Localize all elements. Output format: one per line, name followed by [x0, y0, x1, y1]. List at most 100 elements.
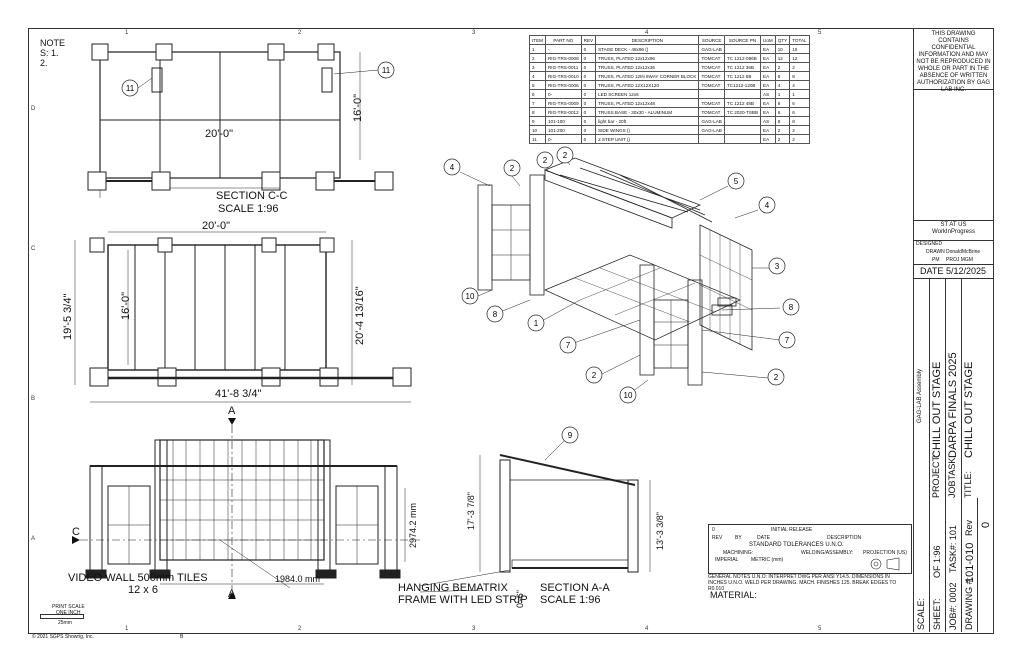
- designed-label: DESIGNED: [916, 241, 943, 247]
- projection-label: PROJECTION (US): [863, 550, 907, 556]
- callout-number: 11: [126, 84, 135, 93]
- drawing-title: CHILL OUT STAGE: [963, 361, 975, 458]
- pm-label: PM: [932, 257, 940, 263]
- cut-a-bottom: A: [228, 588, 236, 600]
- top-view: [87, 43, 394, 198]
- table-cell: [723, 134, 762, 144]
- side-elevation: [479, 454, 651, 573]
- callout-bubble: 11: [377, 61, 395, 79]
- sheet-value: OF 1:96: [932, 545, 942, 578]
- cut-a-top: A: [228, 405, 236, 417]
- side-height-dim-1: 17'-3 7/8": [466, 492, 476, 530]
- zone-marker-top: 4: [645, 30, 649, 36]
- callout-bubble: 10: [619, 386, 637, 404]
- rev-header-date: DATE: [757, 535, 770, 541]
- machining-label: MACHINING:: [723, 550, 753, 556]
- top-width-dim: 20'-0": [205, 128, 234, 140]
- rev-label: Rev: [964, 519, 974, 536]
- callout-bubble: 4: [443, 158, 461, 176]
- top-height-dim: 16'-0": [352, 93, 364, 122]
- date-value: 5/12/2025: [946, 266, 987, 276]
- rev-header-desc: DESCRIPTION: [827, 535, 862, 541]
- project-label: PROJECT:: [931, 454, 941, 498]
- task-label: TASK#: 101: [948, 525, 958, 573]
- side-base-dim: 0'-6": [515, 590, 525, 608]
- zone-marker-side: D: [31, 106, 36, 112]
- callout-number: 2: [543, 156, 548, 165]
- jobtask-name: DARPA FINALS 2025: [947, 352, 959, 458]
- section-cc-scale: SCALE 1:96: [218, 203, 279, 215]
- callout-bubble: 4: [758, 196, 776, 214]
- general-notes: GENERAL NOTES U.N.O: INTERPRET DWG PER A…: [708, 574, 897, 592]
- callout-number: 3: [775, 262, 780, 271]
- pm-value: PROJ MGM: [946, 257, 973, 263]
- print-scale-1: PRINT SCALE: [52, 604, 85, 610]
- zone-marker-bottom: 1: [125, 626, 129, 632]
- table-cell: 2: [774, 134, 791, 144]
- projection-symbol-icon: [870, 557, 900, 571]
- callout-bubble: 7: [778, 331, 796, 349]
- callout-number: 2: [592, 371, 597, 380]
- table-cell: [698, 134, 725, 144]
- zone-marker-top: 2: [298, 30, 302, 36]
- callout-bubble: 7: [559, 336, 577, 354]
- footer-zone-b: B: [180, 634, 184, 640]
- front-elevation: [80, 425, 420, 590]
- plan-left-dim: 19'-5 3/4": [62, 293, 74, 340]
- callout-bubble: 2: [767, 368, 785, 386]
- revision-block: 0 INITIAL RELEASE REV BY DATE DESCRIPTIO…: [708, 524, 912, 574]
- video-wall-tiles: 12 x 6: [128, 584, 158, 596]
- weld-label: WELDING/ASSEMBLY:: [801, 550, 854, 556]
- table-cell: 2: [789, 134, 810, 144]
- callout-bubble: 2: [503, 159, 521, 177]
- frame-label-1: HANGING BEMATRIX: [398, 582, 508, 594]
- callout-number: 7: [785, 336, 790, 345]
- callout-bubble: 1: [527, 314, 545, 332]
- cut-c: C: [72, 526, 80, 538]
- drawn-label: DRAWN: [926, 249, 945, 255]
- zone-marker-bottom: 4: [645, 626, 649, 632]
- metric-label: METRIC (mm): [751, 557, 784, 563]
- date-label: DATE: [920, 266, 944, 276]
- callout-bubble: 8: [782, 298, 800, 316]
- imperial-label: IMPERIAL: [715, 557, 739, 563]
- title-block: THIS DRAWING CONTAINS CONFIDENTIAL INFOR…: [913, 28, 993, 632]
- status-value: WorkInProgress: [932, 229, 975, 235]
- plan-width-dim: 20'-0": [202, 220, 231, 232]
- drawing-frame: [28, 28, 994, 634]
- callout-number: 1: [534, 319, 539, 328]
- plan-view: [74, 231, 412, 403]
- rev-description: INITIAL RELEASE: [771, 527, 813, 533]
- zone-marker-top: 5: [818, 30, 822, 36]
- zone-marker-side: B: [31, 396, 35, 402]
- notes-line-1: S: 1.: [40, 48, 59, 58]
- table-cell: 0: [580, 134, 597, 144]
- frame-label-2: FRAME WITH LED STRIP: [398, 594, 528, 606]
- zone-marker-top: 3: [472, 30, 476, 36]
- callout-leaders: [137, 69, 781, 593]
- rev-header-by: BY: [735, 535, 742, 541]
- callout-bubble: 11: [121, 79, 139, 97]
- sign-off-box: DESIGNED DRAWN DonaldMcBrine PM PROJ MGM: [914, 240, 993, 265]
- section-aa-scale: SCALE 1:96: [540, 594, 601, 606]
- zone-marker-side: C: [31, 246, 36, 252]
- rev-header-rev: REV: [712, 535, 723, 541]
- callout-number: 9: [568, 431, 573, 440]
- callout-number: 4: [765, 201, 770, 210]
- side-height-dim-2: 13'-3 3/8": [655, 512, 665, 550]
- callout-bubble: 2: [536, 151, 554, 169]
- print-scale-3: 25mm: [58, 620, 72, 626]
- date-box: DATE 5/12/2025: [914, 264, 993, 279]
- status-box: ST AT US WorkInProgress: [914, 220, 993, 241]
- notes-title: NOTE: [40, 38, 66, 48]
- callout-bubble: 9: [561, 426, 579, 444]
- plan-height-dim: 16'-0": [120, 291, 132, 320]
